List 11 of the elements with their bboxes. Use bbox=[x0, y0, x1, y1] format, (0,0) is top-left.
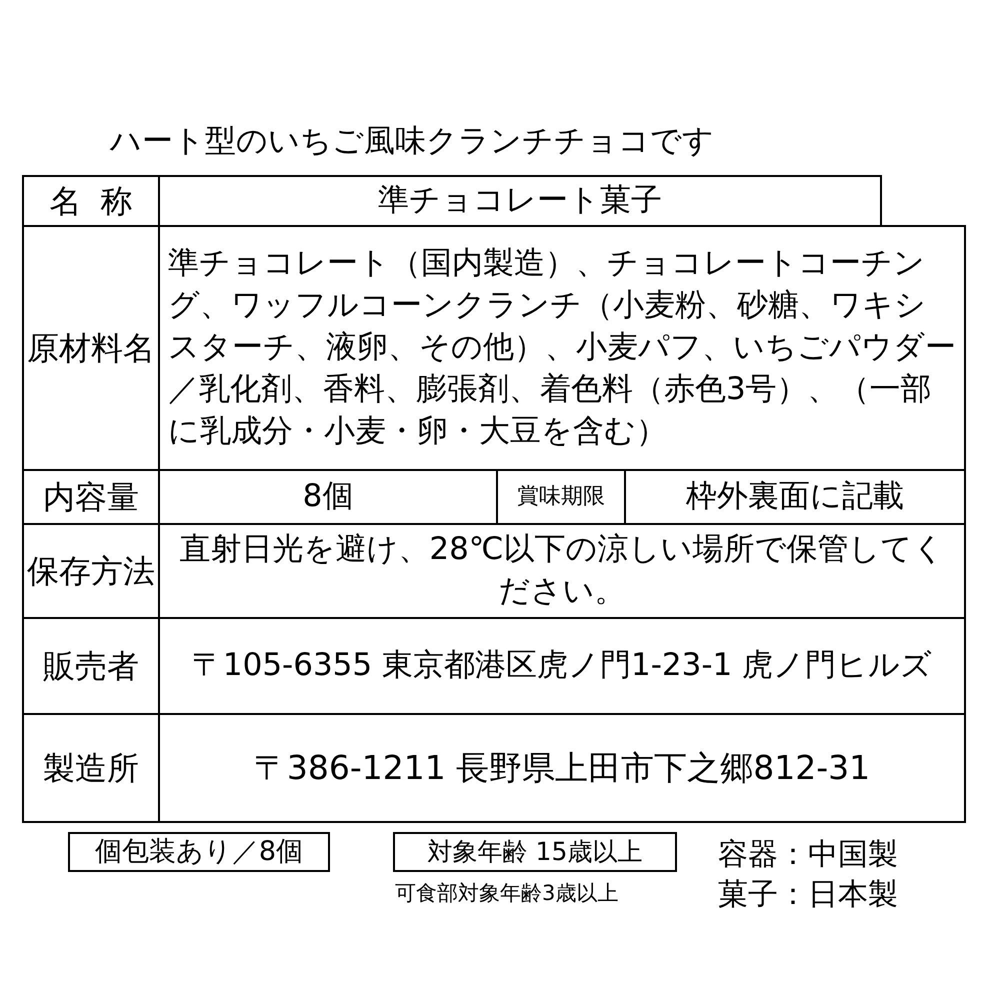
title-text: ハート型のいちご風味クランチチョコです bbox=[110, 122, 714, 161]
box-label-text: 対象年齢 15歳以上 bbox=[428, 836, 642, 868]
label-box bbox=[68, 832, 330, 872]
value-cell: 準チョコレート菓子 bbox=[158, 175, 882, 227]
origin-text: 容器：中国製 bbox=[718, 836, 898, 874]
value-cell: 〒386-1211 長野県上田市下之郷812-31 bbox=[158, 713, 966, 823]
row-header-cell: 製造所 bbox=[22, 713, 160, 823]
box-label-text: 個包装あり／8個 bbox=[94, 834, 304, 869]
origin-text: 菓子：日本製 bbox=[718, 876, 898, 914]
row-header-cell: 名称 bbox=[22, 175, 160, 227]
note-text: 可食部対象年齢3歳以上 bbox=[395, 880, 618, 907]
